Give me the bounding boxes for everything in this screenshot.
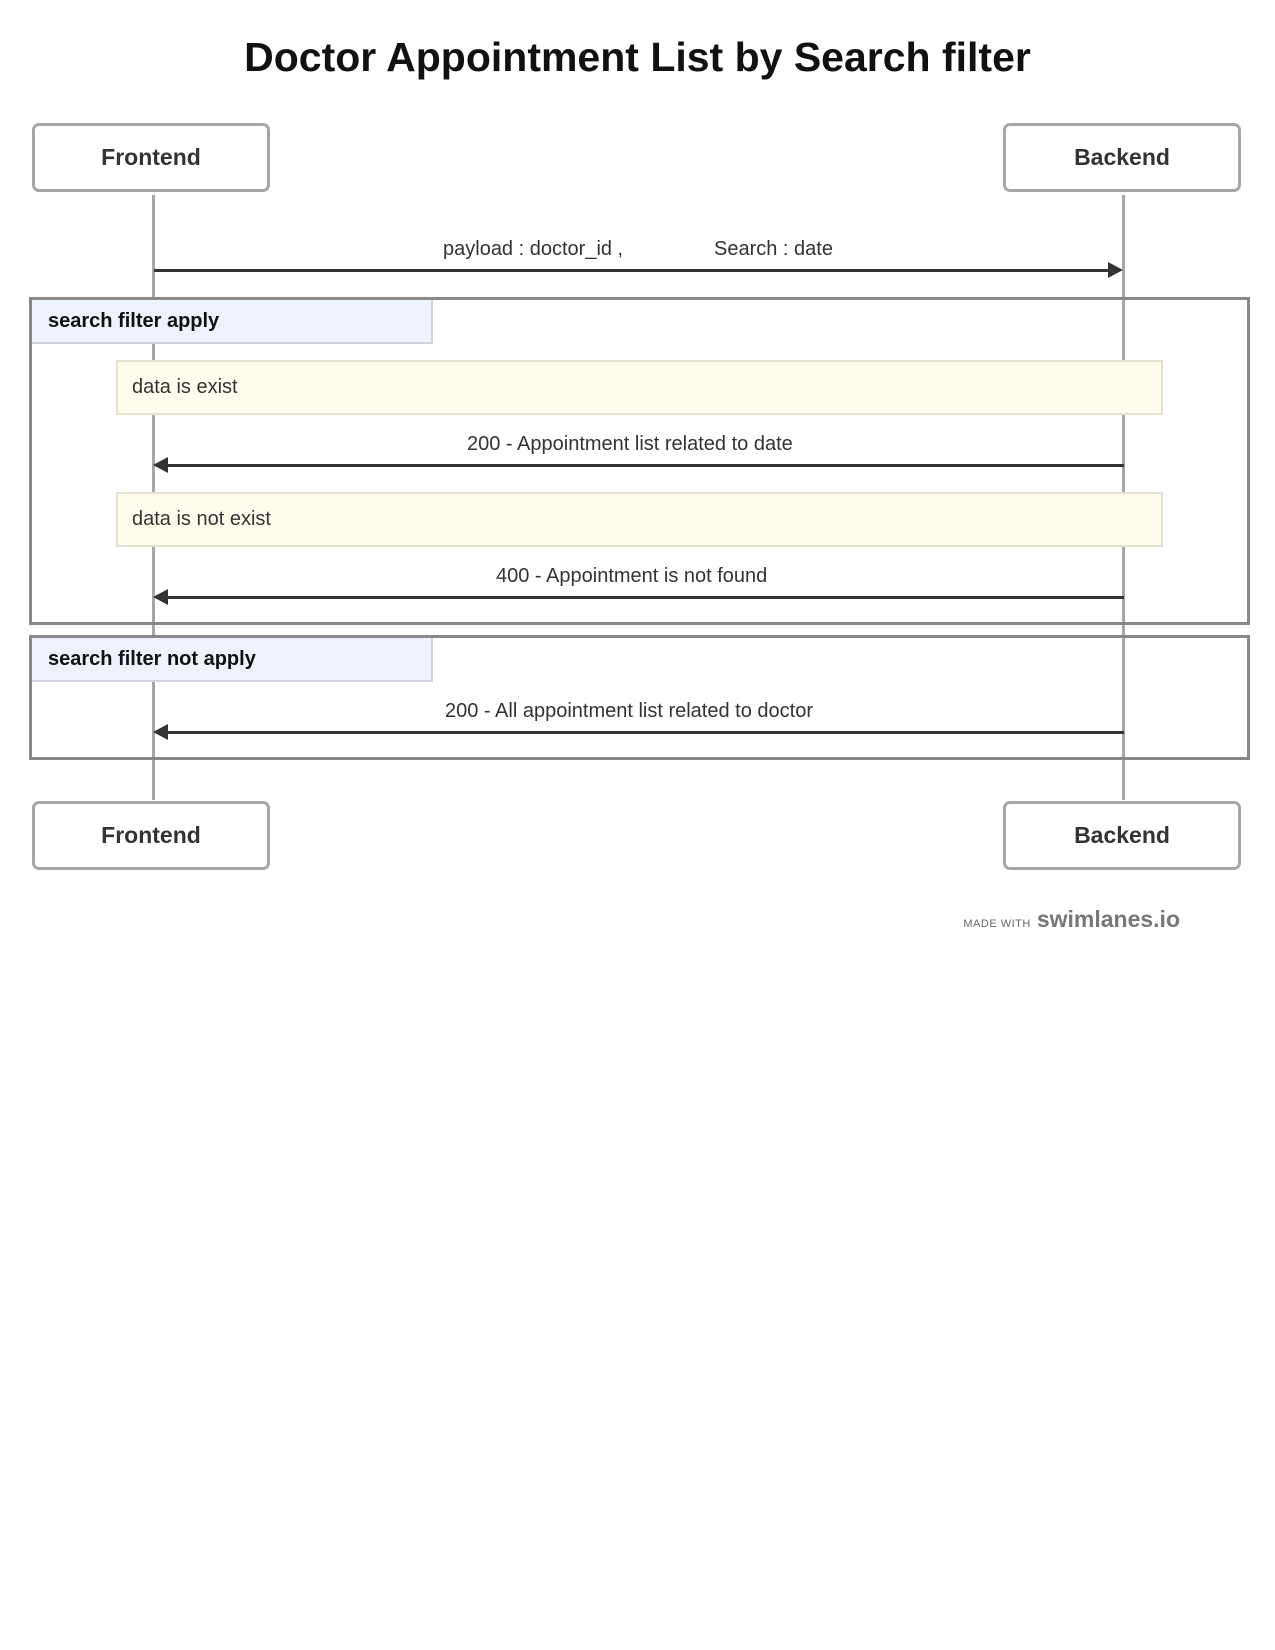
backend-actor-bottom[interactable]: Backend — [1003, 801, 1241, 870]
frame-search-filter-apply: search filter apply — [29, 297, 1250, 625]
not-found-arrow-head — [153, 589, 168, 605]
all-list-arrow-line — [168, 731, 1124, 734]
frontend-actor-top[interactable]: Frontend — [32, 123, 270, 192]
diagram-title: Doctor Appointment List by Search filter — [244, 34, 1031, 80]
frame-label-not-apply: search filter not apply — [32, 638, 433, 682]
note-data-not-exist: data is not exist — [116, 492, 1163, 547]
frontend-actor-bottom[interactable]: Frontend — [32, 801, 270, 870]
frame-search-filter-not-apply: search filter not apply — [29, 635, 1250, 760]
all-list-message-label: 200 - All appointment list related to do… — [445, 700, 813, 722]
request-label-search: Search : date — [714, 238, 833, 260]
all-list-arrow-head — [153, 724, 168, 740]
found-message-label: 200 - Appointment list related to date — [467, 433, 793, 455]
brand-link[interactable]: swimlanes.io — [1036, 906, 1180, 932]
found-arrow-line — [168, 464, 1124, 467]
not-found-arrow-line — [168, 596, 1124, 599]
backend-actor-top[interactable]: Backend — [1003, 123, 1241, 192]
request-arrow-line — [154, 269, 1108, 272]
request-arrow-head — [1108, 262, 1123, 278]
note-data-exist: data is exist — [116, 360, 1163, 415]
made-with-text: MADE WITH — [963, 918, 1031, 930]
frame-label-apply: search filter apply — [32, 300, 433, 344]
request-label-payload: payload : doctor_id , — [443, 238, 624, 260]
not-found-message-label: 400 - Appointment is not found — [496, 565, 768, 587]
made-with-footer[interactable]: MADE WITH swimlanes.io — [963, 906, 1180, 933]
found-arrow-head — [153, 457, 168, 473]
